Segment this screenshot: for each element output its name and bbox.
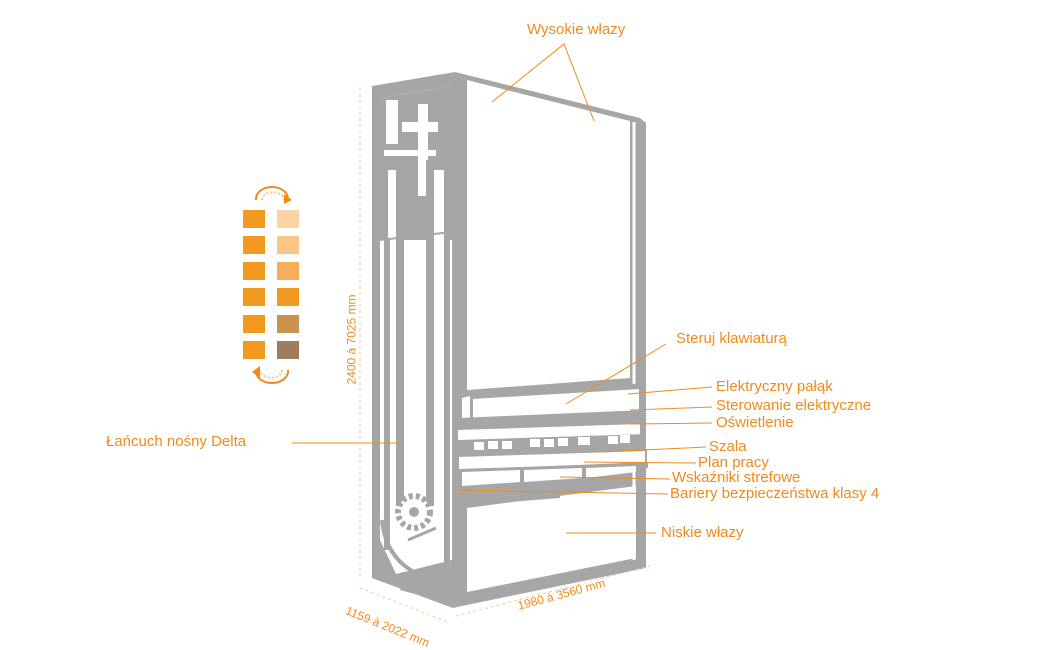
tray-right	[277, 236, 299, 254]
label-scale: Szala	[709, 438, 747, 455]
upper-doors-panel	[467, 80, 630, 390]
tray-right	[277, 341, 299, 359]
tray-legend	[243, 186, 299, 384]
tray-left	[243, 262, 265, 280]
label-zone-indicators: Wskaźniki strefowe	[672, 469, 801, 486]
dimension-lines	[359, 88, 651, 623]
tray-left	[243, 210, 265, 228]
lower-doors-panel	[467, 486, 636, 592]
tray-left	[243, 341, 265, 359]
tray-left	[243, 236, 265, 254]
label-low-doors: Niskie włazy	[661, 524, 744, 541]
tray-left	[243, 315, 265, 333]
label-high-doors: Wysokie włazy	[527, 21, 626, 38]
rotate-arrow-icon	[254, 186, 292, 204]
tray-right	[277, 288, 299, 306]
tray-right	[277, 262, 299, 280]
rotate-arrow-icon	[252, 366, 290, 384]
label-safety-barriers: Bariery bezpieczeństwa klasy 4	[670, 485, 880, 502]
label-lighting: Oświetlenie	[716, 414, 794, 431]
leader-lines	[292, 43, 713, 534]
tray-right	[277, 315, 299, 333]
machine-body	[372, 72, 646, 608]
label-keypad-control: Steruj klawiaturą	[676, 330, 787, 347]
tray-left	[243, 288, 265, 306]
label-work-plan: Plan pracy	[698, 454, 769, 471]
label-delta-chain: Łańcuch nośny Delta	[106, 433, 247, 450]
label-electric-control: Sterowanie elektryczne	[716, 397, 872, 414]
dimension-height: 2400 à 7025 mm	[344, 294, 359, 385]
label-electric-bar: Elektryczny pałąk	[716, 378, 833, 395]
gear-icon	[395, 493, 433, 531]
tray-right	[277, 210, 299, 228]
control-console	[456, 383, 648, 506]
